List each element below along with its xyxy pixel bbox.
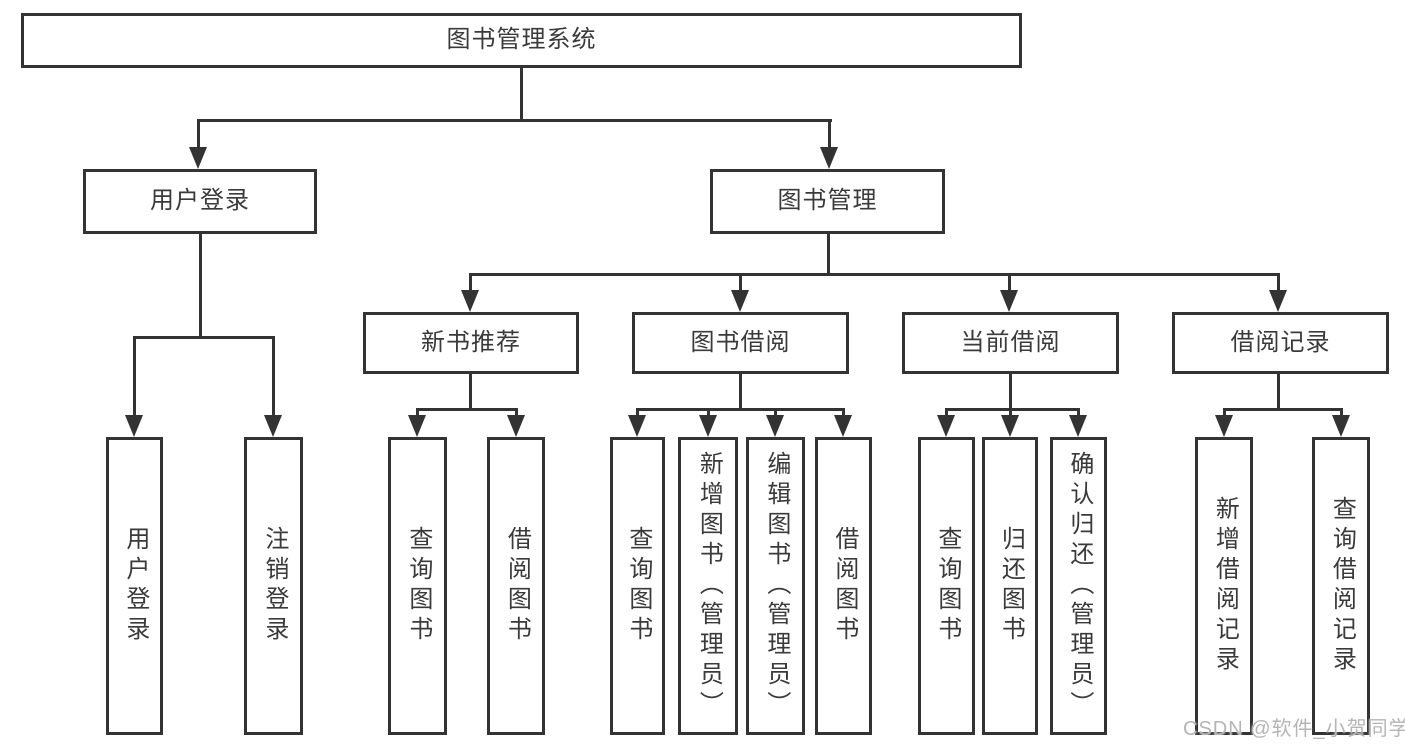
node-root-label: 图书管理系统 [446, 26, 597, 54]
leaf-add-borrowing-record-label: 新增借阅记录 [1211, 496, 1239, 676]
connector-recommend-drop [469, 273, 472, 293]
c2-arrow-down-icon [699, 415, 717, 437]
b2-arrow-down-icon [507, 415, 525, 437]
connector-user-login-drop [197, 119, 200, 149]
connector-b1-drop [416, 408, 419, 418]
e1-arrow-down-icon [1215, 415, 1233, 437]
c1-arrow-down-icon [628, 415, 646, 437]
node-new-book-recommendation: 新书推荐 [363, 312, 579, 374]
records-arrow-down-icon [1269, 290, 1287, 312]
connector-records-stub [1277, 374, 1280, 411]
leaf-borrow-books-borrowing-label: 借阅图书 [830, 526, 858, 646]
leaf-query-books-borrowing: 查询图书 [610, 437, 665, 735]
leaf-query-books-recommend-label: 查询图书 [404, 526, 432, 646]
leaf-edit-books-admin: 编辑图书（管理员） [746, 437, 805, 735]
recommend-arrow-down-icon [461, 290, 479, 312]
leaf-add-borrowing-record: 新增借阅记录 [1195, 437, 1253, 735]
book-mgmt-arrow-down-icon [820, 147, 838, 169]
leaf-user-login-label: 用户登录 [121, 526, 149, 646]
leaf-borrow-books-recommend: 借阅图书 [487, 437, 545, 735]
connector-c4-drop [842, 408, 845, 418]
connector-group-a-horizontal [133, 336, 275, 339]
connector-level2-horizontal [197, 119, 832, 122]
node-user-login-label: 用户登录 [150, 187, 250, 215]
current-arrow-down-icon [1000, 290, 1018, 312]
leaf-add-books-admin: 新增图书（管理员） [678, 437, 738, 735]
leaf-query-borrowing-record: 查询借阅记录 [1312, 437, 1370, 735]
node-current-borrowing: 当前借阅 [902, 312, 1119, 374]
connector-e1-drop [1223, 408, 1226, 418]
connector-leaf-user-login-drop [133, 336, 136, 417]
leaf-query-borrowing-record-label: 查询借阅记录 [1328, 496, 1356, 676]
leaf-add-books-admin-label: 新增图书（管理员） [695, 451, 723, 721]
d1-arrow-down-icon [937, 415, 955, 437]
node-current-borrowing-label: 当前借阅 [960, 328, 1061, 356]
c4-arrow-down-icon [834, 415, 852, 437]
e2-arrow-down-icon [1332, 415, 1350, 437]
node-book-management-label: 图书管理 [777, 187, 878, 215]
c3-arrow-down-icon [766, 415, 784, 437]
connector-group-b-horizontal [417, 408, 518, 411]
connector-root-stub [520, 68, 523, 122]
user-login-arrow-down-icon [189, 147, 207, 169]
connector-user-login-stub [199, 234, 202, 339]
leaf-query-books-current-label: 查询图书 [933, 526, 961, 646]
node-book-borrowing-label: 图书借阅 [690, 328, 791, 356]
csdn-watermark: CSDN @软件_小贺同学 [1183, 718, 1405, 740]
leaf-confirm-return-admin: 确认归还（管理员） [1050, 437, 1107, 735]
connector-level3-horizontal [469, 273, 1280, 276]
node-root-library-system: 图书管理系统 [21, 13, 1022, 68]
connector-group-d-horizontal [945, 408, 1080, 411]
connector-current-drop [1008, 273, 1011, 293]
leaf-query-books-current: 查询图书 [918, 437, 975, 735]
connector-borrowing-drop [739, 273, 742, 293]
leaf-query-books-recommend: 查询图书 [388, 437, 447, 735]
connector-c2-drop [707, 408, 710, 418]
node-borrowing-records: 借阅记录 [1172, 312, 1389, 374]
node-user-login: 用户登录 [83, 169, 317, 234]
connector-book-mgmt-drop [828, 119, 831, 149]
d3-arrow-down-icon [1069, 415, 1087, 437]
leaf-edit-books-admin-label: 编辑图书（管理员） [762, 451, 790, 721]
leaf-return-books: 归还图书 [982, 437, 1038, 735]
leaf-return-books-label: 归还图书 [997, 526, 1025, 646]
connector-d1-drop [945, 408, 948, 418]
b1-arrow-down-icon [408, 415, 426, 437]
node-new-book-recommendation-label: 新书推荐 [421, 328, 521, 356]
connector-b2-drop [515, 408, 518, 418]
leaf-logout-label: 注销登录 [260, 526, 288, 646]
node-book-management: 图书管理 [710, 169, 945, 234]
connector-current-stub [1009, 374, 1012, 411]
leaf-user-login: 用户登录 [106, 437, 163, 735]
node-book-borrowing: 图书借阅 [632, 312, 849, 374]
connector-c3-drop [774, 408, 777, 418]
leaf-confirm-return-admin-label: 确认归还（管理员） [1065, 451, 1093, 721]
connector-c1-drop [636, 408, 639, 418]
connector-d2-drop [1009, 408, 1012, 418]
node-borrowing-records-label: 借阅记录 [1230, 328, 1331, 356]
leaf-logout-arrow-down-icon [264, 415, 282, 437]
leaf-query-books-borrowing-label: 查询图书 [624, 526, 652, 646]
d2-arrow-down-icon [1001, 415, 1019, 437]
connector-recommend-stub [469, 374, 472, 411]
connector-leaf-logout-drop [272, 336, 275, 417]
leaf-logout: 注销登录 [244, 437, 303, 735]
leaf-user-login-arrow-down-icon [125, 415, 143, 437]
connector-book-mgmt-stub [827, 234, 830, 276]
connector-group-e-horizontal [1223, 408, 1343, 411]
leaf-borrow-books-recommend-label: 借阅图书 [503, 526, 531, 646]
connector-borrowing-stub [739, 374, 742, 411]
leaf-borrow-books-borrowing: 借阅图书 [815, 437, 872, 735]
borrowing-arrow-down-icon [731, 290, 749, 312]
connector-d3-drop [1077, 408, 1080, 418]
connector-records-drop [1277, 273, 1280, 293]
connector-e2-drop [1340, 408, 1343, 418]
connector-group-c-horizontal [636, 408, 845, 411]
